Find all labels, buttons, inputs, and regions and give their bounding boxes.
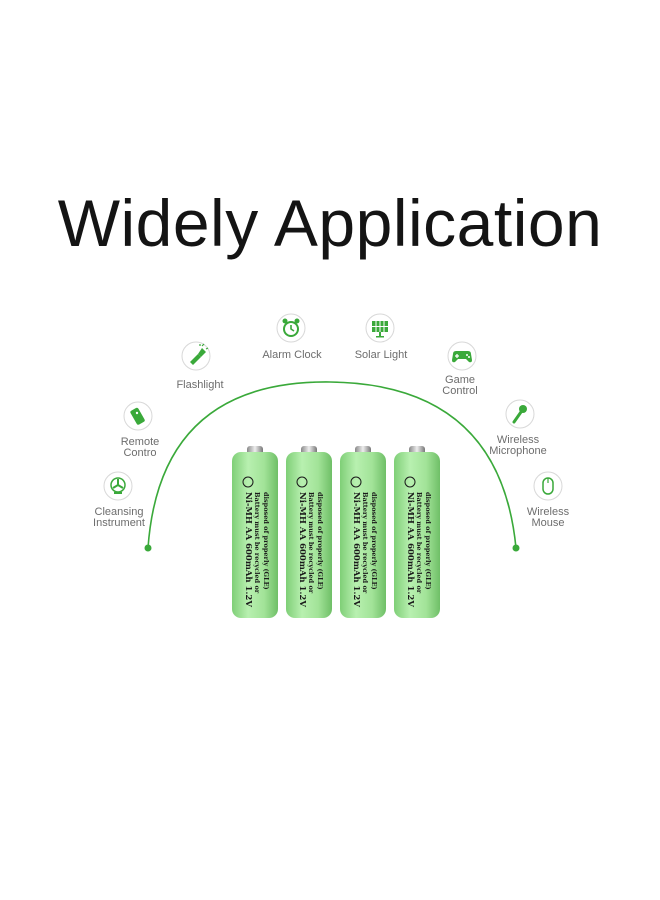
label-wireless-microphone: Wireless Microphone <box>489 434 547 457</box>
label-alarm-clock: Alarm Clock <box>262 349 322 361</box>
label-remote-contro: Remote Contro <box>120 436 160 459</box>
battery-label-text: disposed of properly (GLE) <box>262 492 270 590</box>
recycle-icon <box>350 476 362 488</box>
battery-label-text: disposed of properly (GLE) <box>424 492 432 590</box>
recycle-icon <box>242 476 254 488</box>
label-game-control: Game Control <box>442 374 478 397</box>
remote-control-icon <box>122 400 154 432</box>
mouse-icon <box>532 470 564 502</box>
label-cleansing-instrument: Cleansing Instrument <box>93 506 145 529</box>
battery-label-text: Battery must be recycled or <box>415 492 423 594</box>
headline: Widely Application <box>57 186 603 260</box>
battery-label-text: Battery must be recycled or <box>253 492 261 594</box>
arc-end-dot-left <box>144 544 152 552</box>
battery-label-text: disposed of properly (GLE) <box>370 492 378 590</box>
battery-label-text: Battery must be recycled or <box>307 492 315 594</box>
battery-label-text: disposed of properly (GLE) <box>316 492 324 590</box>
recycle-icon <box>296 476 308 488</box>
alarm-clock-icon <box>275 312 307 344</box>
battery-label-text: Ni-MH AA 600mAh 1.2V <box>405 492 415 607</box>
battery-body <box>394 452 440 618</box>
label-wireless-mouse: Wireless Mouse <box>526 506 570 529</box>
battery-label-text: Ni-MH AA 600mAh 1.2V <box>243 492 253 607</box>
battery-body <box>340 452 386 618</box>
solar-panel-icon <box>364 312 396 344</box>
battery-body <box>232 452 278 618</box>
label-flashlight: Flashlight <box>176 379 224 391</box>
gamepad-icon <box>446 340 478 372</box>
battery-label-text: Ni-MH AA 600mAh 1.2V <box>351 492 361 607</box>
battery-label-text: Ni-MH AA 600mAh 1.2V <box>297 492 307 607</box>
recycle-icon <box>404 476 416 488</box>
arc-end-dot-right <box>512 544 520 552</box>
battery-body <box>286 452 332 618</box>
microphone-icon <box>504 398 536 430</box>
fan-icon <box>102 470 134 502</box>
battery-label-text: Battery must be recycled or <box>361 492 369 594</box>
label-solar-light: Solar Light <box>354 349 408 361</box>
flashlight-icon <box>180 340 212 372</box>
